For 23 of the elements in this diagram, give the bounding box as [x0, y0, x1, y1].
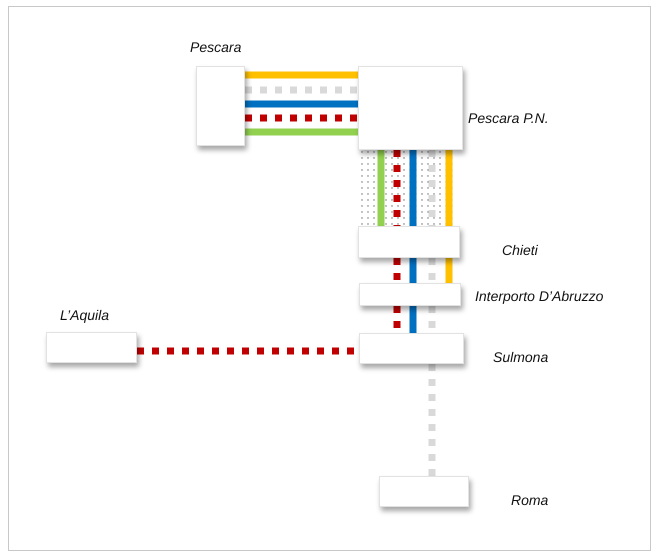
rail-line	[410, 306, 416, 333]
dashed-line	[394, 258, 400, 283]
dashed-line	[428, 150, 436, 226]
dashed-line	[394, 150, 400, 226]
station-name: Interporto D’Abruzzo	[475, 288, 604, 305]
dashed-line	[245, 86, 358, 94]
rail-line	[446, 258, 452, 283]
rail-line	[378, 150, 384, 226]
rail-line	[245, 72, 358, 78]
dashed-line	[428, 364, 436, 476]
station-name: Sulmona	[493, 349, 548, 366]
station-name: Roma	[511, 492, 548, 509]
station-name: Pescara	[190, 39, 242, 56]
rail-line	[410, 258, 416, 283]
dashed-line	[245, 114, 358, 122]
rail-line	[245, 128, 358, 136]
rail-line	[410, 150, 416, 226]
dashed-line	[428, 258, 436, 283]
rail-line	[446, 150, 452, 226]
station-name: L’Aquila	[60, 307, 110, 324]
station-name: Pescara P.N.	[468, 110, 549, 127]
station-name: Chieti	[502, 242, 538, 259]
rail-line	[245, 100, 358, 108]
